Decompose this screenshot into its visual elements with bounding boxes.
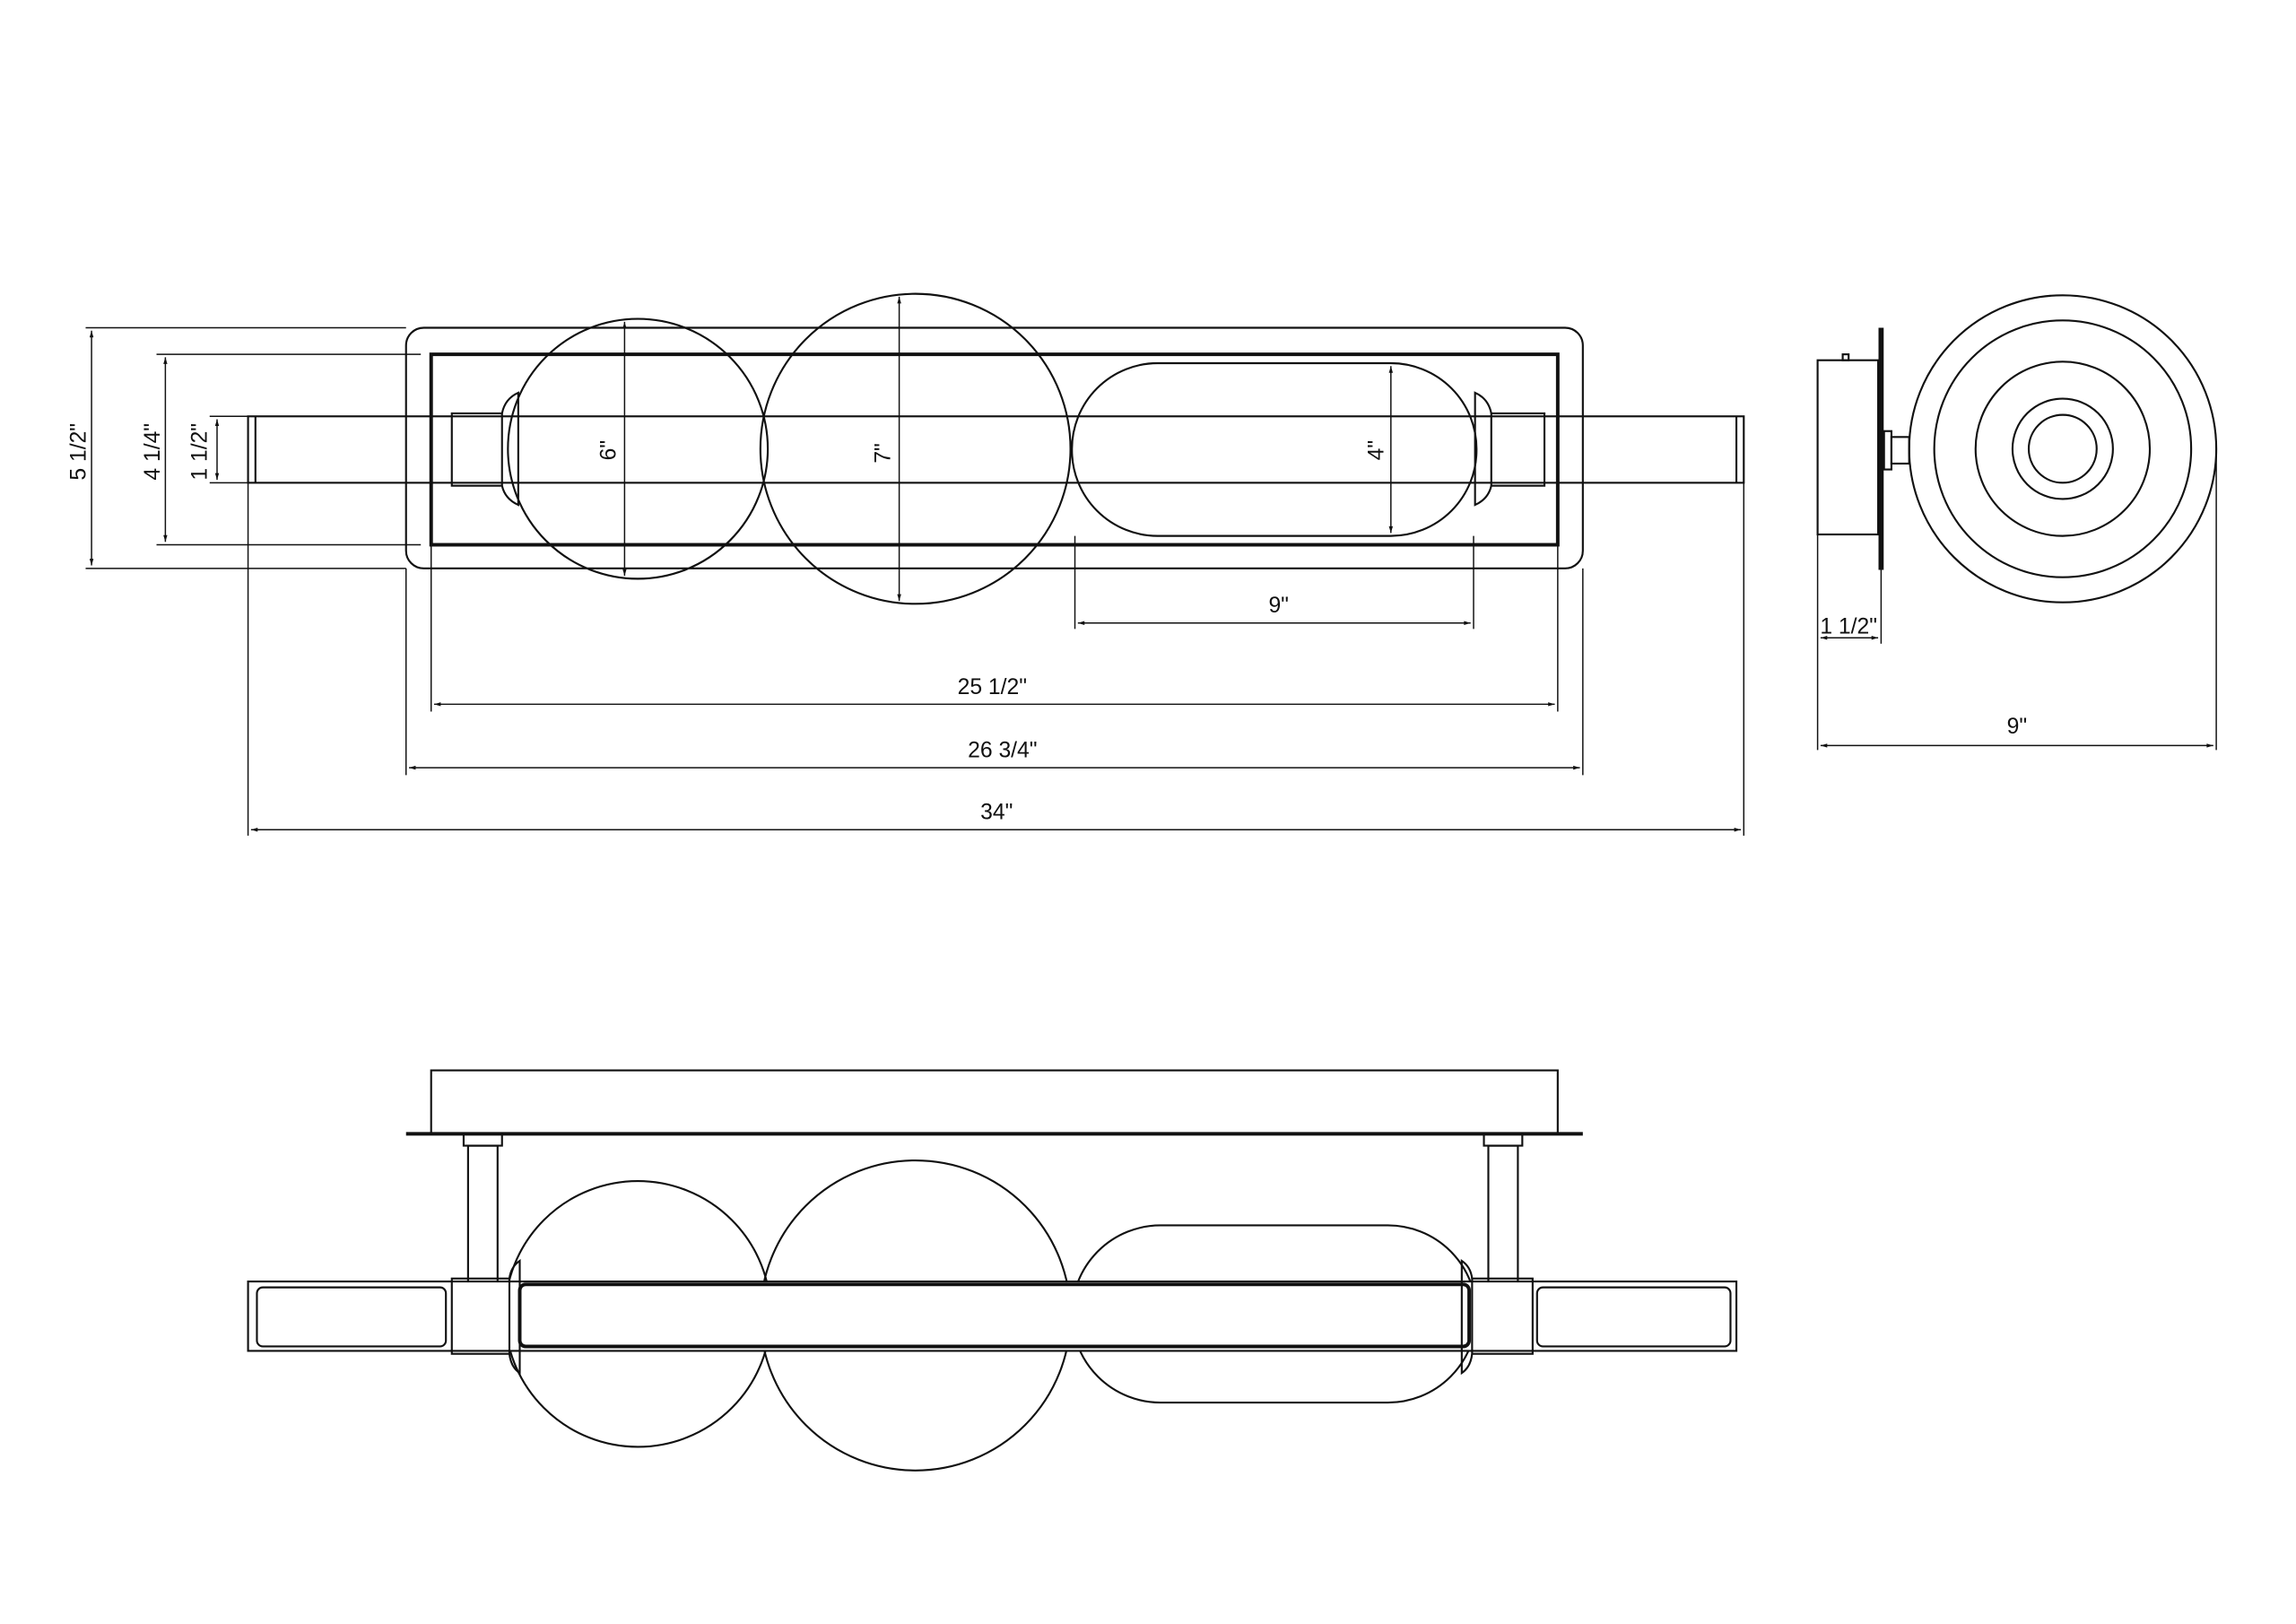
left-stem (466, 1144, 499, 1283)
right-flare (1474, 391, 1492, 507)
canopy-outer (404, 326, 1584, 569)
ring-5 (2027, 413, 2098, 484)
ring-1 (1908, 294, 2218, 604)
right-collar (1490, 412, 1546, 487)
dim-canopy-outer-length: 26 3/4" (968, 739, 1037, 763)
ring-4 (2011, 397, 2114, 500)
dim-canopy-height: 4 1/4" (141, 423, 165, 481)
canopy-inner (429, 352, 1560, 547)
globe-large (759, 292, 1072, 605)
dim-canopy-inner-length: 25 1/2" (958, 675, 1027, 699)
right-collar (1471, 1277, 1534, 1355)
vertical-dimensions: 5 1/2" 4 1/4" 1 1/2" 6" 7" 4" (66, 296, 1394, 602)
left-collar (450, 412, 503, 487)
left-collar (450, 1277, 511, 1355)
dim-capsule-height: 4" (1365, 440, 1389, 461)
light-bar (247, 415, 1745, 484)
capsule-globe (1071, 361, 1478, 537)
side-view: 1 1/2" 9" (1816, 294, 2218, 751)
ring-3 (1974, 360, 2152, 537)
right-stem (1487, 1144, 1519, 1283)
globe-small (507, 317, 770, 580)
stem (1883, 430, 1892, 471)
dim-overall-length: 34" (980, 801, 1013, 825)
dim-bar-height: 1 1/2" (187, 423, 212, 481)
front-view (247, 292, 1745, 605)
left-flare (500, 391, 519, 507)
ring-2 (1933, 319, 2193, 578)
dim-backplate-depth: 1 1/2" (1820, 614, 1877, 638)
light-bar (247, 1280, 1738, 1352)
horizontal-dimensions: 9" 25 1/2" 26 3/4" 34" (247, 482, 1745, 836)
dim-globe-small: 6" (597, 440, 622, 461)
canopy (430, 1069, 1559, 1135)
dim-overall-height: 5 1/2" (66, 423, 91, 481)
dim-overall-depth: 9" (2007, 715, 2027, 739)
backplate-box (1816, 359, 1880, 536)
dim-globe-large: 7" (872, 443, 896, 464)
dim-capsule-length: 9" (1268, 594, 1288, 618)
mount-knob (1841, 353, 1850, 361)
elevation-view (247, 1069, 1738, 1472)
